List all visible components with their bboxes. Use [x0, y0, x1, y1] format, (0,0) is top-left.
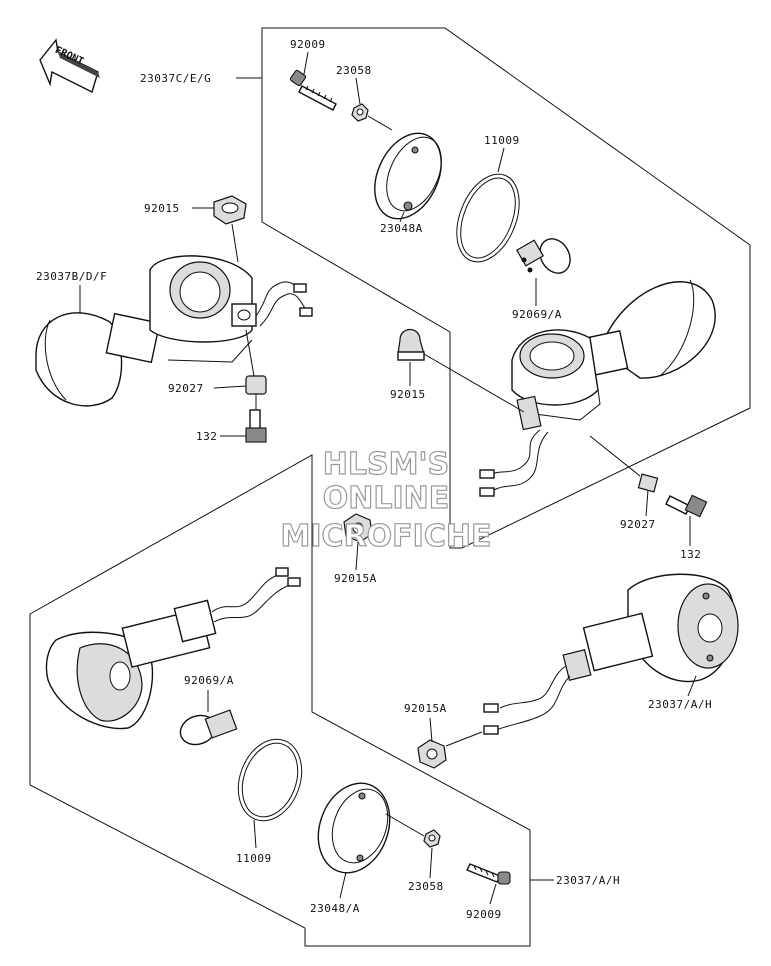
collar-92027-left — [245, 329, 267, 395]
nut-92015-mid — [397, 328, 525, 413]
upper-group-frame — [261, 27, 751, 549]
bolt-132-right — [665, 494, 708, 518]
watermark-line2: ONLINE — [323, 481, 450, 516]
label-23037ceg: 23037C/E/G — [140, 72, 211, 85]
front-arrow-icon: FRONT — [39, 38, 100, 93]
label-92015a-mid: 92015A — [334, 572, 377, 585]
nut-92015a-low — [417, 731, 483, 769]
watermark: HLSM'S ONLINE MICROFICHE — [280, 446, 492, 554]
label-92009-bottom: 92009 — [466, 908, 502, 921]
label-132-right: 132 — [680, 548, 701, 561]
label-23048a-bottom: 23048/A — [310, 902, 360, 915]
turn-signal-housing-upper-right — [479, 279, 716, 497]
label-92015-mid: 92015 — [390, 388, 426, 401]
label-23037ah-bottom: 23037/A/H — [556, 874, 620, 887]
label-23048a-top: 23048A — [380, 222, 423, 235]
collar-92027-right — [589, 435, 659, 493]
bulb-92069a-top — [516, 238, 571, 274]
turn-signal-housing-lower-right — [483, 573, 739, 735]
label-23037bdf: 23037B/D/F — [36, 270, 107, 283]
label-92015a-low: 92015A — [404, 702, 447, 715]
label-132-left: 132 — [196, 430, 217, 443]
label-92015-left: 92015 — [144, 202, 180, 215]
screw-92009-bottom — [466, 863, 511, 885]
label-11009-top: 11009 — [484, 134, 520, 147]
watermark-line1: HLSM'S — [323, 447, 449, 482]
lens-rim-23048a-bottom — [317, 782, 425, 874]
label-group: 92009 23037C/E/G 23058 11009 92015 23048… — [36, 38, 712, 921]
label-11009-bottom: 11009 — [236, 852, 272, 865]
label-92069a-bottom: 92069/A — [184, 674, 234, 687]
label-92069a-top: 92069/A — [512, 308, 562, 321]
label-23037ah-right: 23037/A/H — [648, 698, 712, 711]
turn-signal-housing-lower-left — [45, 567, 301, 730]
label-92027-right: 92027 — [620, 518, 656, 531]
label-23058-bottom: 23058 — [408, 880, 444, 893]
screw-92009-top — [289, 69, 337, 111]
lens-rim-23048a-top — [374, 132, 442, 220]
o-ring-11009-bottom — [237, 738, 303, 822]
o-ring-11009-top — [456, 173, 520, 263]
nut-23058-top — [351, 103, 393, 131]
label-92009-top: 92009 — [290, 38, 326, 51]
nut-92015a-mid — [343, 513, 373, 543]
watermark-line3: MICROFICHE — [281, 519, 492, 554]
bolt-132-left — [245, 394, 267, 443]
label-92027-left: 92027 — [168, 382, 204, 395]
lower-group-frame — [29, 454, 531, 947]
label-23058-top: 23058 — [336, 64, 372, 77]
bulb-92069a-bottom — [179, 709, 238, 746]
turn-signal-housing-upper-left — [35, 255, 313, 407]
nut-23058-bottom — [423, 829, 441, 848]
nut-92015-left — [213, 195, 247, 263]
